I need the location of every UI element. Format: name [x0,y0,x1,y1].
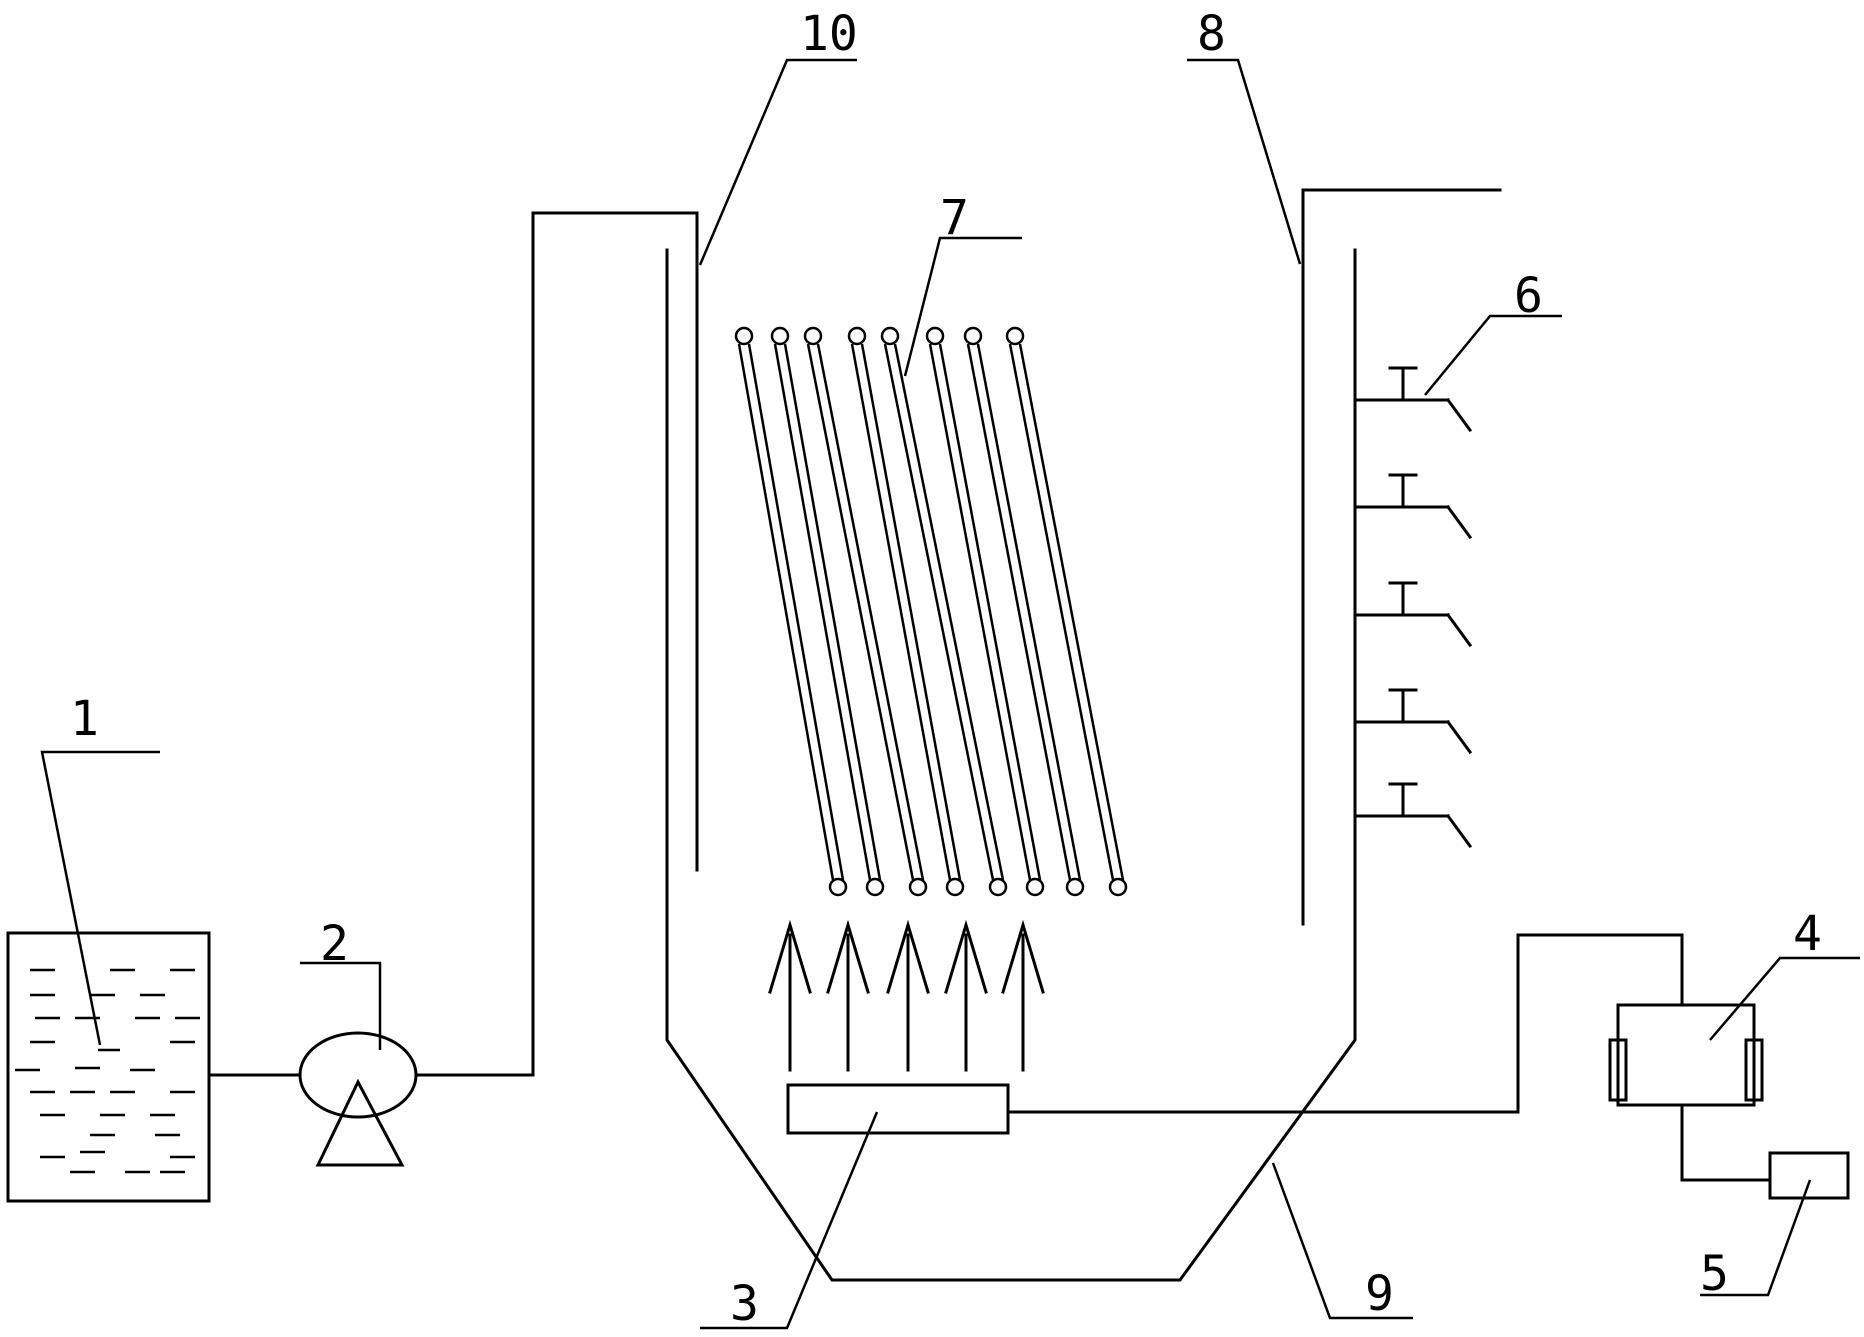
tube [925,326,1045,897]
label-4: 4 [1793,906,1822,962]
leader-9 [1271,1162,1413,1320]
label-2: 2 [320,916,349,972]
tube [847,326,965,897]
pump-triangle [315,1078,405,1167]
leader-7 [903,236,1022,377]
valve-array [1353,366,1473,849]
baffle-right [1301,188,1502,926]
terminal-left [1608,1038,1628,1102]
auxiliary-box [1768,1151,1850,1200]
arrow [826,919,870,1072]
control-body [1616,1003,1756,1107]
heating-element [786,1083,1010,1135]
pump [298,1031,418,1167]
label-5: 5 [1700,1246,1729,1302]
control-wiring [1006,933,1772,1182]
arrow [768,919,812,1072]
leader-1 [40,750,160,1046]
tube [1005,326,1128,897]
label-6: 6 [1514,268,1543,324]
arrow [944,919,988,1072]
liquid-dashes [15,968,200,1174]
valve [1353,782,1473,849]
label-3: 3 [730,1276,759,1332]
leader-3 [700,1111,879,1330]
valve [1353,366,1473,433]
tank-body [6,931,211,1203]
label-10: 10 [800,6,858,62]
valve [1353,688,1473,755]
flow-arrows [768,919,1045,1072]
label-9: 9 [1365,1266,1394,1322]
terminal-right [1744,1038,1764,1102]
leader-2 [300,961,382,1050]
control-unit [1608,1003,1764,1107]
pump-body [298,1031,418,1119]
leader-8 [1187,58,1302,265]
tube-bundle [734,326,1128,897]
inlet-pipe [207,211,699,1077]
leader-5 [1700,1179,1812,1297]
label-8: 8 [1197,6,1226,62]
tube [770,326,885,897]
reactor-vessel [665,188,1502,1282]
leader-6 [1424,314,1562,396]
liquid-tank [6,931,211,1203]
tube [803,326,928,897]
label-7: 7 [940,190,969,246]
valve [1353,473,1473,540]
tube [880,326,1008,897]
valve [1353,581,1473,648]
labels: 1 2 3 4 5 6 7 8 9 10 [70,6,1822,1332]
leader-4 [1709,956,1860,1041]
tube [963,326,1085,897]
arrow [886,919,930,1072]
vessel-wall [665,248,1357,1282]
arrow [1001,919,1045,1072]
tube [734,326,848,897]
label-1: 1 [70,691,99,747]
leader-10 [698,58,857,266]
leader-lines [40,58,1860,1330]
